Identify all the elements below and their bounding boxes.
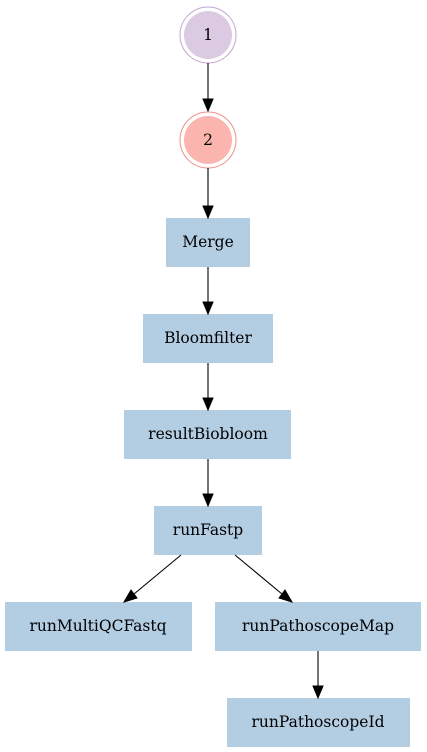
node-runmultiqcfastq-box [5, 602, 192, 651]
node-resultbiobloom-label: resultBiobloom [148, 425, 268, 443]
node-runmultiqcfastq-label: runMultiQCFastq [30, 617, 167, 635]
node-1-inner-circle [184, 11, 232, 59]
node-1[interactable]: 1 [179, 6, 237, 64]
node-runpathoscopeid-label: runPathoscopeId [252, 713, 385, 731]
node-merge-label: Merge [182, 233, 234, 251]
node-2-label: 2 [203, 131, 213, 149]
edge-resultbiobloom-to-runfastp [202, 459, 214, 508]
edge-runfastp-to-runpathoscopemap [234, 554, 294, 603]
edge-merge-to-bloomfilter [202, 267, 214, 316]
node-runpathoscopeid[interactable]: runPathoscopeId [227, 698, 410, 747]
node-2[interactable]: 2 [179, 111, 237, 169]
node-runfastp[interactable]: runFastp [154, 506, 262, 555]
node-runpathoscopemap-label: runPathoscopeMap [242, 617, 394, 635]
node-1-label: 1 [203, 26, 213, 44]
node-runpathoscopemap[interactable]: runPathoscopeMap [215, 602, 421, 651]
node-merge-box [166, 218, 250, 267]
node-2-inner-circle [184, 116, 232, 164]
node-runpathoscopemap-box [215, 602, 421, 651]
node-bloomfilter[interactable]: Bloomfilter [143, 314, 273, 363]
node-resultbiobloom-box [124, 410, 291, 459]
edge-runpathoscopemap-to-runpathoscopeid [312, 651, 324, 700]
edge-2-to-merge [202, 168, 214, 220]
node-runfastp-label: runFastp [173, 521, 244, 539]
node-bloomfilter-label: Bloomfilter [164, 329, 252, 347]
edge-1-to-2 [202, 63, 214, 113]
node-runfastp-box [154, 506, 262, 555]
node-resultbiobloom[interactable]: resultBiobloom [124, 410, 291, 459]
edges [122, 63, 324, 700]
node-runpathoscopeid-box [227, 698, 410, 747]
edge-runfastp-to-runmultiqcfastq [122, 554, 182, 603]
node-runmultiqcfastq[interactable]: runMultiQCFastq [5, 602, 192, 651]
edge-bloomfilter-to-resultbiobloom [202, 363, 214, 412]
node-bloomfilter-box [143, 314, 273, 363]
node-merge[interactable]: Merge [166, 218, 250, 267]
